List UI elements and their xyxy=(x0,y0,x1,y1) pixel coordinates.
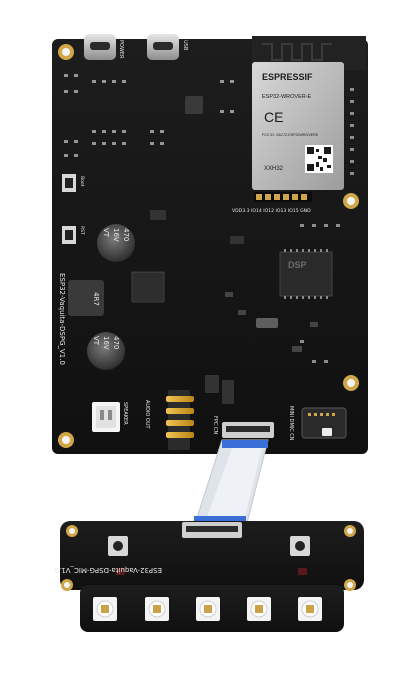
rgb-led xyxy=(196,597,220,621)
mic-board: ESP32-Vaquita-DSPG-MIC_V1.0 xyxy=(55,521,364,632)
module-model: ESP32-WROVER-E xyxy=(262,94,312,100)
pin-header: VDD3.3 IO14 IO12 IO13 IO15 GND xyxy=(232,192,312,214)
smd-components xyxy=(131,96,318,404)
mic-board-label: ESP32-Vaquita-DSPG-MIC_V1.0 xyxy=(55,566,162,574)
fpc-label: FPC CN xyxy=(212,416,218,434)
dsp-chip-label: DSP xyxy=(288,260,307,270)
capacitor-voltage: 16V xyxy=(112,228,120,242)
audio-out-label: AUDIO OUT xyxy=(144,400,150,430)
boot-label: Boot xyxy=(79,176,85,187)
mini-dmic-label: MINI DMIC CN xyxy=(288,406,294,441)
speaker-connector: SPEAKER xyxy=(92,402,128,432)
main-board-label: ESP32-Vaquita-DSPG_V1.0 xyxy=(58,273,66,365)
mic-board-pcb xyxy=(60,521,364,590)
usb-connectors: POWER USB xyxy=(84,34,188,60)
rgb-led xyxy=(247,597,271,621)
capacitor-voltage: 16V xyxy=(102,336,110,350)
audio-jack: AUDIO OUT xyxy=(144,390,194,450)
speaker-label: SPEAKER xyxy=(122,402,128,425)
microphone xyxy=(116,568,125,575)
smd-pad-grid xyxy=(64,74,234,157)
resistor-array xyxy=(300,88,354,363)
reset-label: RST xyxy=(79,226,85,235)
rgb-leds xyxy=(93,597,322,621)
rgb-led xyxy=(93,597,117,621)
capacitor-top: 470 16V VT xyxy=(97,224,135,262)
capacitor-value: 470 xyxy=(112,336,120,349)
inductor-value: 4R7 xyxy=(92,292,100,306)
capacitor-series: VT xyxy=(92,336,100,346)
mounting-holes xyxy=(58,44,359,448)
regulator-ic xyxy=(185,96,203,114)
mini-dmic-connector: MINI DMIC CN xyxy=(288,406,347,441)
amplifier-ic xyxy=(131,271,165,303)
microphone xyxy=(298,568,307,575)
rgb-led xyxy=(145,597,169,621)
rgb-led xyxy=(298,597,322,621)
module-brand: ESPRESSIF xyxy=(262,72,313,82)
capacitor-bottom: 470 16V VT xyxy=(87,332,125,370)
inductor: 4R7 xyxy=(68,280,104,316)
module-ce-mark: CE xyxy=(264,109,283,125)
fpc-connector: FPC CN xyxy=(212,416,274,438)
pin-header-label: VDD3.3 IO14 IO12 IO13 IO15 GND xyxy=(232,208,311,214)
capacitor-value: 470 xyxy=(122,228,130,241)
power-label: POWER xyxy=(118,40,124,59)
module-sku: XXH32 xyxy=(264,166,284,172)
dsp-chip: DSP xyxy=(279,249,333,299)
esp32-module: ESPRESSIF ESP32-WROVER-E CE FCC ID: 2AC7… xyxy=(252,36,366,190)
main-board: POWER USB ESPRESSIF ESP32-WROVER-E CE FC… xyxy=(52,34,368,454)
crystal xyxy=(256,318,278,328)
module-fcc: FCC ID: 2AC7Z-ESP32WROVERE xyxy=(262,133,319,137)
buttons: Boot RST xyxy=(62,174,85,244)
usb-label: USB xyxy=(182,40,188,51)
capacitor-series: VT xyxy=(102,228,110,238)
